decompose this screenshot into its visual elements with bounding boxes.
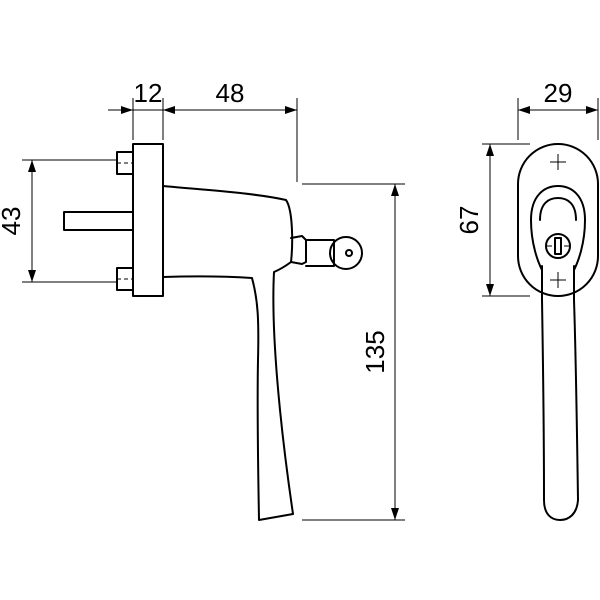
dimension-label-43: 43 [0,207,26,236]
side-view: 12 48 43 135 [0,78,405,521]
front-lever [541,265,579,521]
rosette [517,143,599,297]
lock-cylinder-face [545,233,571,259]
dimension-rosette-width: 29 [518,78,598,114]
screw-cross-lower [550,272,566,288]
screw-cross-upper [550,154,566,170]
key-icon [305,236,363,270]
dimension-overall-length: 135 [360,184,399,520]
dimension-projection: 48 [163,78,297,114]
handle-collar [530,185,586,271]
dimension-label-67: 67 [454,206,484,235]
dimension-label-135: 135 [360,330,390,373]
dimension-rosette-height: 67 [454,144,494,296]
dimension-label-48: 48 [216,78,245,108]
handle-body [162,185,294,521]
dimension-plate-thickness: 12 [108,78,188,114]
dimension-label-12: 12 [134,78,163,108]
dimension-label-29: 29 [544,78,573,108]
square-spindle [63,211,134,231]
lock-cylinder [290,235,307,265]
dimension-screw-spacing: 43 [0,160,36,282]
mounting-plate [132,143,164,297]
front-view: 29 67 [454,78,599,521]
